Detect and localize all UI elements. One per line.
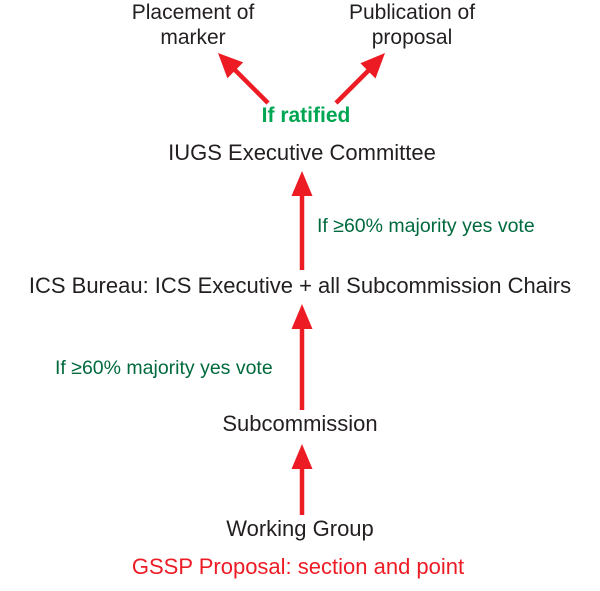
condition-majority-vote-lower: If ≥60% majority yes vote xyxy=(55,357,273,379)
caption-gssp-proposal: GSSP Proposal: section and point xyxy=(131,554,465,579)
node-iugs-executive-committee: IUGS Executive Committee xyxy=(168,140,436,165)
node-ics-bureau: ICS Bureau: ICS Executive + all Subcommi… xyxy=(28,273,572,298)
condition-majority-vote-upper: If ≥60% majority yes vote xyxy=(317,215,535,237)
diagonal-arrow-iugs-to-publication-icon xyxy=(334,53,385,105)
diagonal-arrow-iugs-to-placement-icon xyxy=(218,53,270,105)
node-publication-of-proposal: Publication of proposal xyxy=(348,1,476,49)
up-arrow-subcommission-to-ics-bureau-icon xyxy=(291,304,313,410)
node-working-group: Working Group xyxy=(226,516,374,541)
up-arrow-working-group-to-subcommission-icon xyxy=(291,444,313,515)
up-arrow-ics-bureau-to-iugs-icon xyxy=(291,171,313,270)
condition-if-ratified: If ratified xyxy=(261,104,351,127)
node-placement-of-marker: Placement of marker xyxy=(131,1,255,49)
node-subcommission: Subcommission xyxy=(222,411,378,436)
